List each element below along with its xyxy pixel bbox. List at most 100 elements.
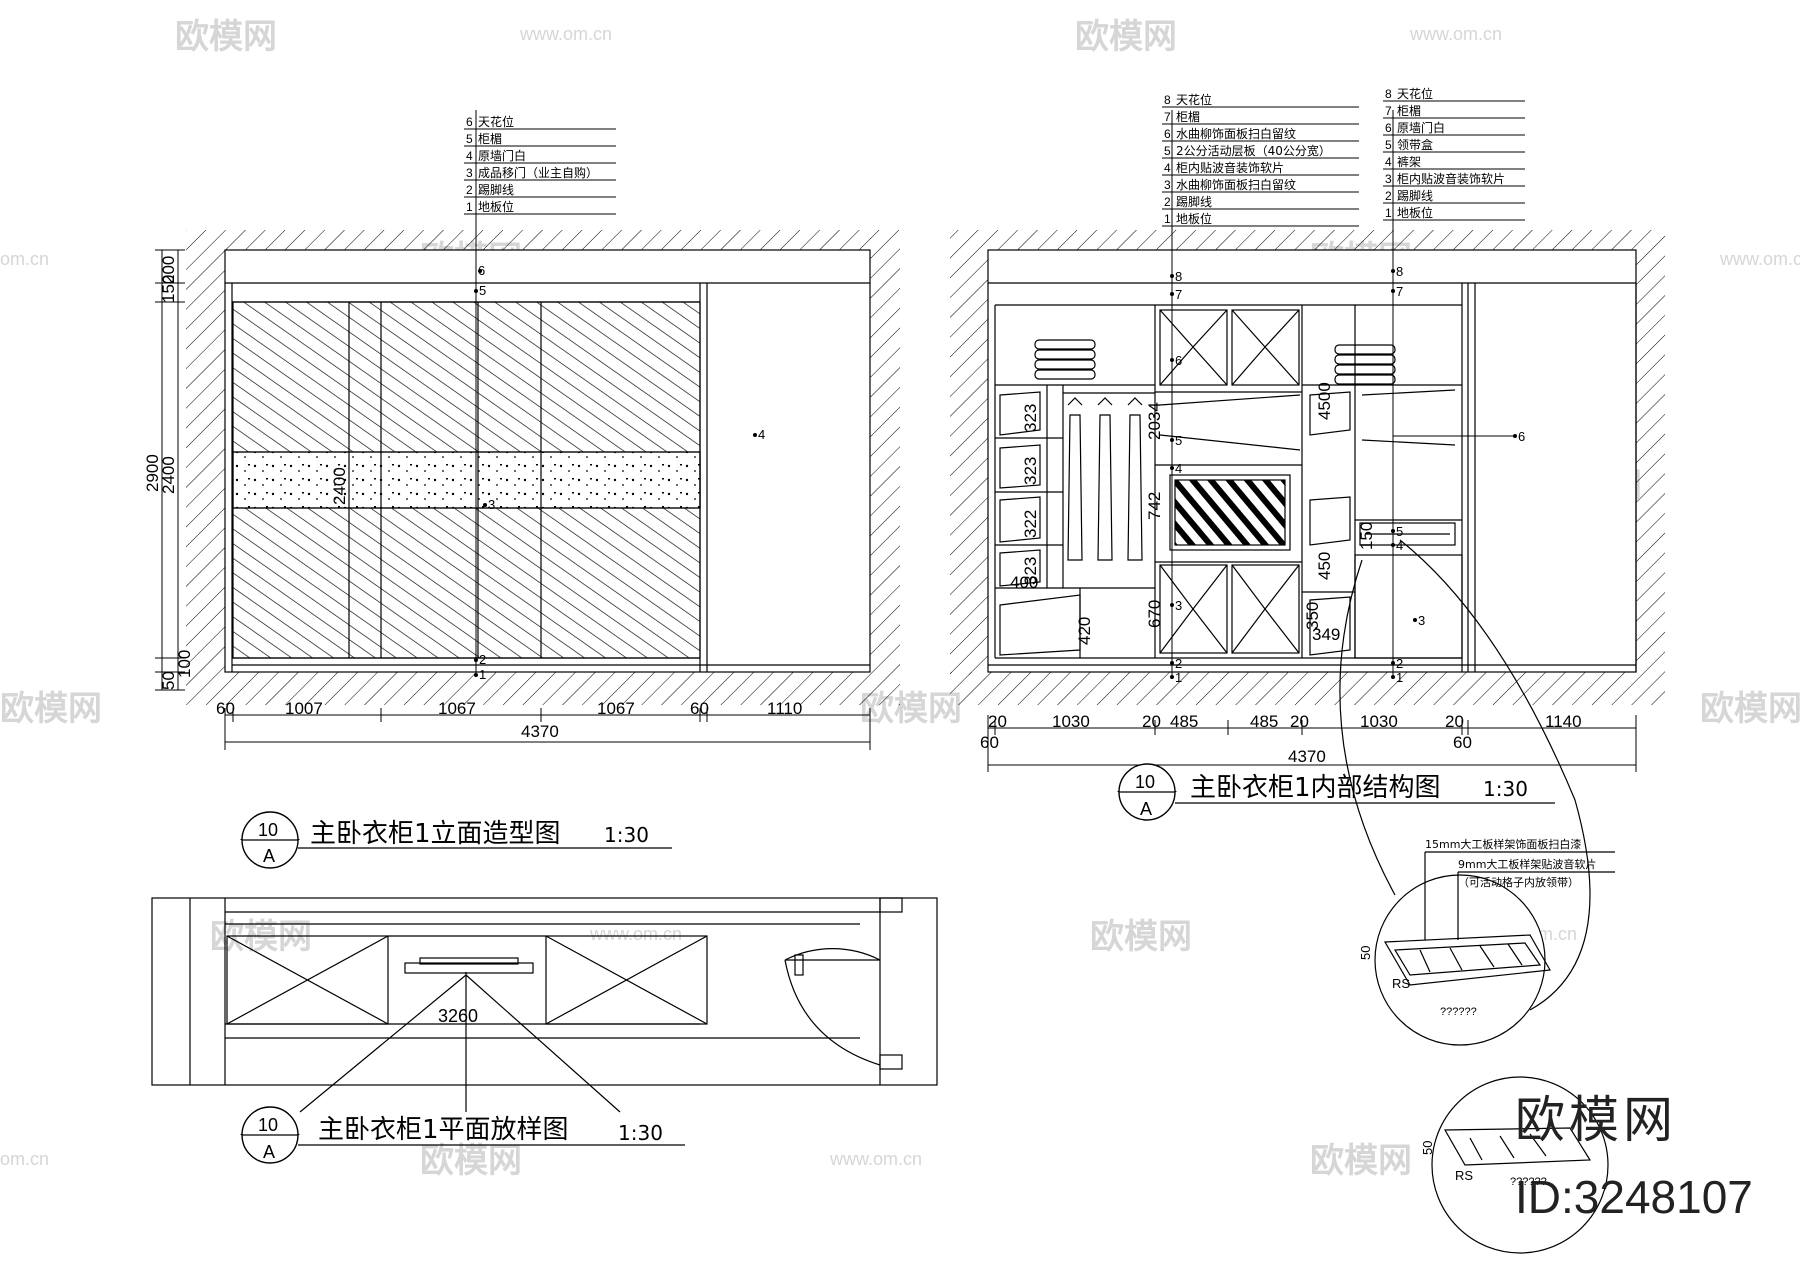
svg-text:3: 3 (1418, 613, 1425, 628)
dim-label: 670 (1145, 600, 1164, 628)
drawing-scale: 1:30 (604, 823, 649, 847)
legend-text: 柜楣 (1176, 110, 1200, 124)
svg-text:4: 4 (1396, 538, 1403, 553)
dim-label: 20 (1290, 712, 1309, 731)
watermark-url: www.om.cn (589, 924, 682, 944)
detail-dim: 50 (1420, 1141, 1435, 1155)
svg-text:1: 1 (1396, 670, 1403, 685)
dim-label: 323 (1021, 557, 1040, 585)
legend-text: 2公分活动层板（40公分宽） (1176, 143, 1331, 158)
dim-label: 450 (1315, 552, 1334, 580)
interior-dimension-labels: 20 1030 20 485 485 20 1030 20 1140 60 60… (980, 712, 1582, 766)
dim-label: 4500 (1315, 382, 1334, 420)
sheet-letter: A (263, 846, 275, 866)
svg-text:5: 5 (1175, 433, 1182, 448)
legend-text: 天花位 (478, 114, 514, 129)
legend-text: 水曲柳饰面板扫白留纹 (1176, 177, 1296, 192)
tray-detail (1383, 934, 1551, 986)
dim-label: 20 (988, 712, 1007, 731)
detail-dim: RS (1392, 976, 1410, 991)
legend-number: 1 (1164, 212, 1171, 226)
legend-text: 踢脚线 (1397, 188, 1433, 203)
dim-label: 60 (1453, 733, 1472, 752)
watermark-url: www.om.cn (519, 24, 612, 44)
detail-label: 9mm大工板样架贴波音软片 (1458, 857, 1596, 871)
watermark: 欧模网 (1075, 17, 1177, 57)
legend-number: 1 (1385, 206, 1392, 220)
drawer-unit (545, 935, 708, 1025)
legend-number: 4 (466, 149, 473, 163)
plan-title-block: 10 A 主卧衣柜1平面放样图 1:30 (240, 1106, 685, 1164)
legend-number: 6 (1164, 127, 1171, 141)
plan-outline (151, 897, 938, 1086)
wall-hatch (950, 672, 1636, 705)
watermark: 欧模网 (1090, 917, 1192, 957)
dim-label: 1140 (1545, 712, 1582, 731)
marker: 5 (479, 283, 486, 298)
dim-label: 1067 (438, 699, 476, 718)
legend-number: 6 (1385, 121, 1392, 135)
drawing-scale: 1:30 (618, 1121, 663, 1145)
section-number: 10 (258, 1115, 278, 1135)
dim-label: 1110 (767, 699, 802, 718)
elevation-drawing (186, 110, 900, 705)
dim-label: 485 (1170, 712, 1198, 731)
watermark: 欧模网 (0, 689, 102, 729)
watermark-url: www.om.cn (829, 1149, 922, 1169)
dim-label: 323 (1021, 404, 1040, 432)
door-swing (784, 948, 881, 961)
dim-label: 420 (1075, 617, 1094, 645)
interior-markers: 8 7 6 5 4 3 2 1 8 7 6 5 4 3 2 1 (1170, 264, 1525, 685)
detail-label: （可活动格子内放领带） (1458, 875, 1579, 889)
detail-note: ?????? (1510, 1176, 1547, 1188)
svg-text:6: 6 (1175, 353, 1182, 368)
svg-text:8: 8 (1396, 264, 1403, 279)
legend-number: 7 (1164, 110, 1171, 124)
legend-number: 6 (466, 115, 473, 129)
legend-text: 天花位 (1397, 86, 1433, 101)
dim-label: 150 (1357, 522, 1376, 550)
dim-label: 1007 (285, 699, 323, 718)
drawing-scale: 1:30 (1483, 777, 1528, 801)
legend-number: 8 (1164, 93, 1171, 107)
dim-label: 1067 (597, 699, 635, 718)
watermark: 欧模网 (1310, 1141, 1412, 1181)
svg-text:7: 7 (1396, 284, 1403, 299)
legend-number: 3 (1164, 178, 1171, 192)
svg-text:3: 3 (1175, 598, 1182, 613)
dim-label: 2034 (1145, 402, 1164, 440)
legend-number: 4 (1385, 155, 1392, 169)
dim-label: 2900 (143, 454, 162, 492)
legend-number: 4 (1164, 161, 1171, 175)
watermark: 欧模网 (1700, 689, 1800, 729)
drawing-title: 主卧衣柜1内部结构图 (1190, 773, 1441, 803)
interior-dimensions (987, 715, 1637, 772)
svg-text:8: 8 (1175, 269, 1182, 284)
legend-number: 1 (466, 200, 473, 214)
dim-label: 2400 (330, 467, 349, 505)
dim-label: 60 (216, 699, 235, 718)
legend-text: 柜内贴波音装饰软片 (1176, 160, 1284, 175)
legend-text: 柜内贴波音装饰软片 (1397, 171, 1505, 186)
interior-title-block: 10 A 主卧衣柜1内部结构图 1:30 (1117, 763, 1555, 821)
legend-number: 3 (1385, 172, 1392, 186)
legend-number: 2 (466, 183, 473, 197)
detail-label: 15mm大工板样架饰面板扫白漆 (1425, 837, 1581, 851)
interior-drawing (950, 110, 1665, 705)
legend-number: 2 (1164, 195, 1171, 209)
detail-dim: 50 (1358, 946, 1373, 960)
detail-note: ?????? (1440, 1006, 1477, 1018)
legend-text: 领带盒 (1397, 137, 1433, 152)
svg-text:6: 6 (1518, 429, 1525, 444)
tray-detail (1443, 1127, 1592, 1166)
drawing-title: 主卧衣柜1平面放样图 (318, 1115, 569, 1145)
plan-dimension: 3260 (438, 1006, 478, 1026)
legend-text: 原墙门白 (1397, 120, 1445, 135)
svg-text:1: 1 (1175, 670, 1182, 685)
dim-total: 4370 (521, 722, 559, 741)
wardrobe-outline (987, 249, 1637, 673)
drawer-unit (226, 935, 389, 1025)
marker: 4 (758, 427, 765, 442)
elevation-markers: 6 5 4 3 2 1 (474, 263, 765, 682)
